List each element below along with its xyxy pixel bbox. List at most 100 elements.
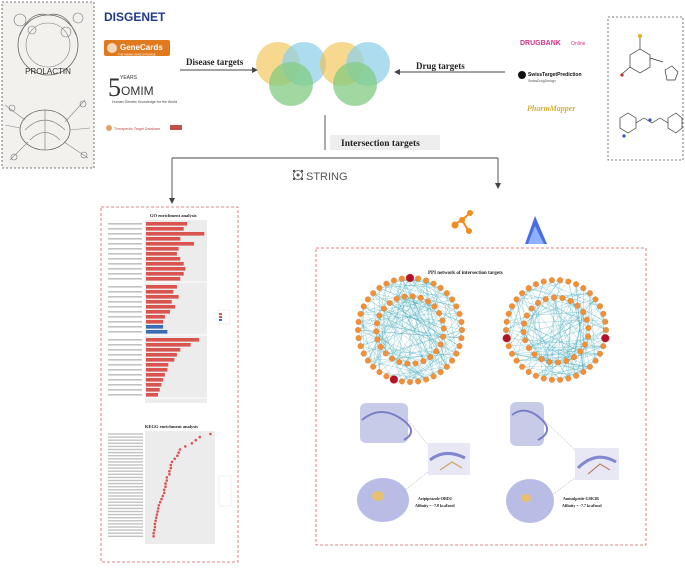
ppi-edge [367, 277, 411, 361]
ppi-node [523, 312, 530, 319]
disease-databases: DISGENET GeneCards THE HUMAN GENE DATABA… [104, 10, 182, 131]
ppi-node [380, 305, 387, 312]
ppi-node [577, 348, 584, 355]
genecards-subtitle: THE HUMAN GENE DATABASE [118, 53, 156, 57]
ppi-node [559, 295, 566, 302]
ppi-edge [508, 299, 546, 347]
ppi-edge [511, 280, 553, 354]
ppi-edge [566, 284, 577, 361]
go-term-label [108, 286, 142, 288]
kegg-point [169, 466, 173, 470]
go-bar [146, 353, 177, 357]
go-term-label [108, 268, 142, 270]
go-term-label [108, 326, 142, 328]
ppi-node [409, 293, 416, 300]
ppi-edge [537, 302, 542, 360]
ppi-edge [360, 293, 447, 347]
ppi-edge [383, 308, 386, 354]
ppi-edge [383, 308, 444, 329]
kegg-point [153, 525, 157, 529]
ppi-edge [521, 293, 550, 362]
ppi-edge [568, 351, 581, 379]
ppi-edge [553, 297, 569, 379]
go-term-label [108, 344, 142, 346]
ppi-edge [417, 321, 462, 382]
genecards-logo [104, 40, 170, 56]
ppi-node [449, 357, 456, 364]
go-bar [146, 232, 205, 236]
kegg-term-label [108, 520, 143, 522]
go-term-label [108, 384, 142, 386]
venn-diagram-disease [256, 42, 326, 106]
ppi-edge [516, 299, 587, 320]
kegg-term-label [108, 433, 143, 435]
ppi-node [525, 345, 532, 351]
ppi-node [386, 300, 393, 306]
ppi-edge [385, 329, 463, 354]
ppi-node [592, 296, 599, 303]
ppi-node [519, 363, 526, 370]
ppi-edge [588, 306, 601, 329]
go-term-label [108, 321, 142, 323]
kegg-point [157, 504, 161, 507]
ppi-edge [523, 319, 587, 333]
ppi-node [437, 369, 444, 376]
drug-targets-label: Drug targets [416, 61, 465, 71]
ppi-node [456, 343, 463, 350]
kegg-point [165, 476, 169, 479]
kegg-point [168, 469, 171, 473]
ppi-node [521, 320, 528, 327]
ppi-edge [425, 280, 441, 373]
ppi-edge [379, 371, 427, 380]
ppi-node [453, 303, 460, 310]
string-label: STRING [306, 171, 348, 183]
ppi-node [430, 373, 437, 380]
ppi-edge [430, 356, 447, 367]
ppi-edge [360, 345, 424, 362]
ppi-node [431, 303, 438, 310]
drugbank-logo: DRUGBANK [520, 40, 561, 47]
ppi-edge [521, 300, 571, 367]
ppi-node [389, 355, 395, 362]
ppi-edge [409, 277, 453, 300]
ppi-node [423, 277, 430, 284]
ppi-node [415, 275, 422, 282]
ppi-edge [570, 300, 604, 347]
ppi-node [364, 296, 371, 303]
go-bar [146, 393, 158, 397]
kegg-term-label [108, 498, 143, 500]
kegg-term-label [108, 489, 143, 491]
ppi-edge [425, 280, 431, 358]
ppi-edge [531, 308, 544, 379]
kegg-point [169, 463, 173, 467]
ppi-node [603, 327, 609, 333]
ppi-edge [407, 280, 427, 364]
kegg-point [164, 485, 167, 489]
ppi-edge [409, 277, 463, 331]
kegg-point [152, 531, 155, 535]
ppi-node [532, 372, 539, 379]
ppi-edge [373, 293, 431, 358]
ppi-node [376, 312, 383, 319]
ppi-node [567, 297, 574, 304]
ppi-node [586, 290, 593, 297]
ppi-node [370, 290, 377, 297]
ppi-edge [522, 293, 607, 331]
ppi-node [582, 341, 589, 348]
ppi-edge [439, 313, 444, 337]
ppi-node [449, 296, 456, 303]
ppi-edge [557, 298, 563, 363]
kegg-point [209, 432, 212, 436]
ppi-edge [426, 280, 447, 294]
kegg-point [198, 435, 202, 439]
ppi-node [555, 359, 561, 366]
ppi-node [584, 333, 591, 340]
go-term-label [108, 296, 142, 298]
docking-1-pair: Aripiprazole-DRD2 [418, 496, 452, 501]
kegg-point [155, 513, 159, 516]
go-term-label [108, 278, 142, 280]
ppi-node [412, 360, 419, 367]
kegg-term-label [108, 439, 143, 441]
ppi-edge [357, 323, 377, 331]
